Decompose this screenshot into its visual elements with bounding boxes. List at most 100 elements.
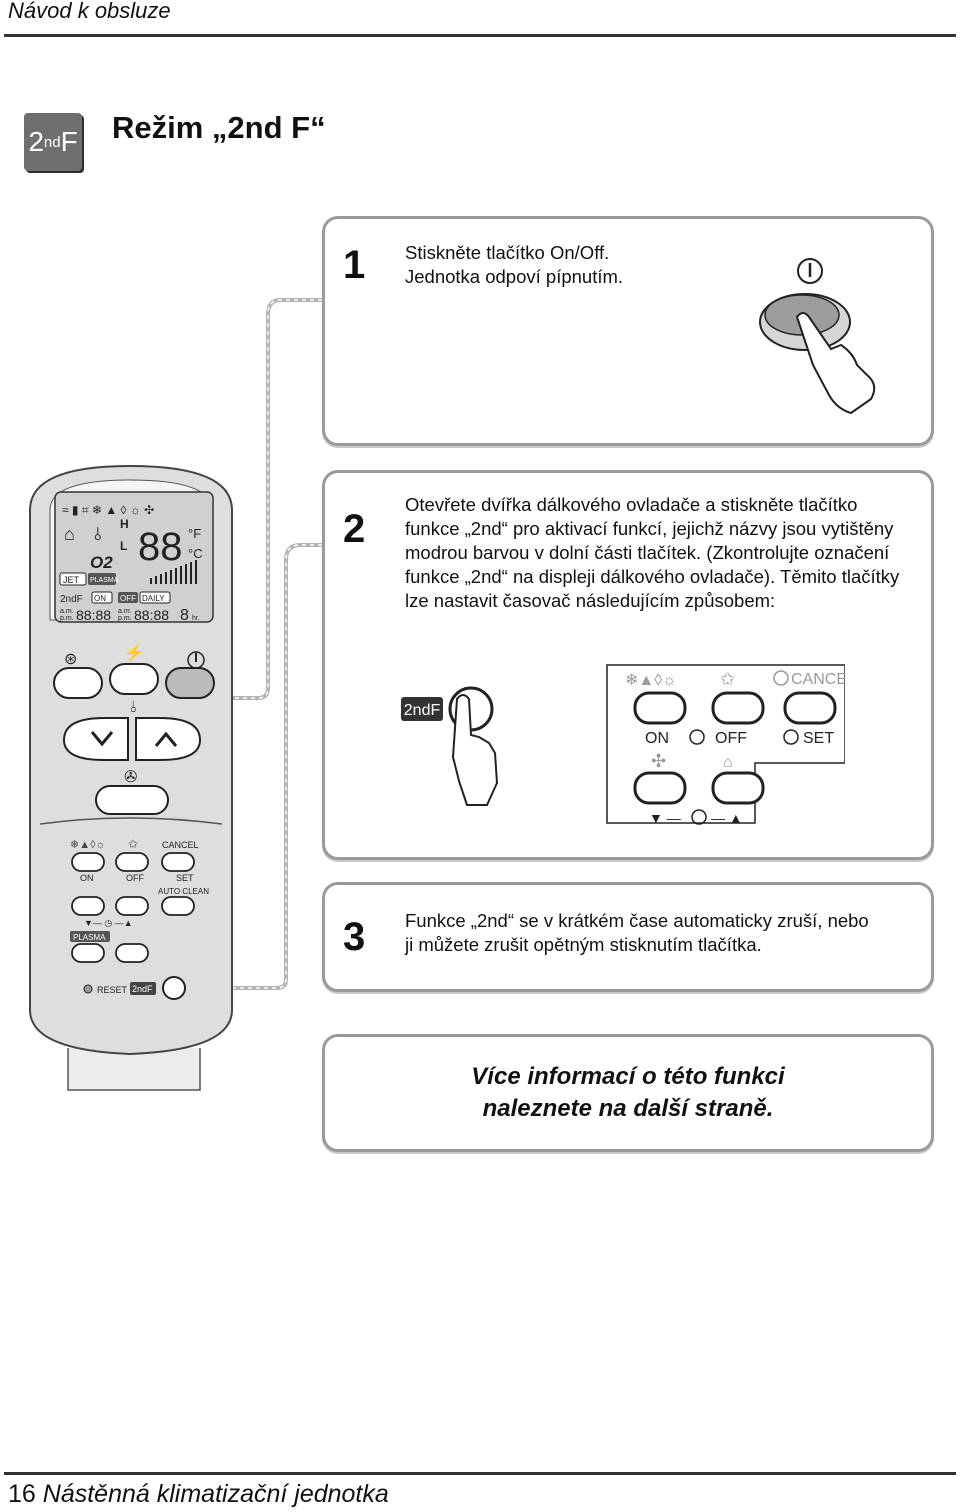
display-off: OFF	[120, 594, 136, 603]
fan-speed-button	[95, 785, 169, 815]
remote-timer-off-button	[115, 852, 149, 872]
remote-set-label: SET	[176, 873, 194, 883]
page-number: 16	[8, 1480, 36, 1508]
on-label: ON	[645, 730, 669, 747]
step-2-text: Otevřete dvířka dálkového ovladače a sti…	[405, 494, 900, 611]
display-plasma: PLASMA	[90, 577, 119, 584]
clock-icon	[691, 809, 707, 825]
remote-2ndf-button	[162, 976, 186, 1000]
remote-swing-button	[115, 943, 149, 963]
display-h: H	[120, 517, 129, 531]
timer-up-button	[711, 771, 765, 805]
info-panel: Více informací o této funkci naleznete n…	[322, 1034, 934, 1152]
display-on: ON	[94, 594, 106, 603]
header-title: Návod k obsluze	[8, 0, 171, 23]
timer-arrows-icon: ▼— ◷ —▲	[84, 918, 133, 928]
step-3-text: Funkce „2nd“ se v krátkém čase automatic…	[405, 910, 869, 955]
display-daily: DAILY	[142, 594, 165, 603]
home-icon: ⌂	[723, 754, 733, 771]
step-2-number: 2	[343, 507, 366, 551]
timer-buttons-illustration: ❄▲◊☼ ✩ CANCEL ON OFF SET ✣ ⌂ ▼ — — ▲	[606, 664, 845, 826]
remote-control-illustration: ≈ ▮ ⌗ ❄ ▲ ◊ ☼ ✣ ⌂ ⫰ H L 88 °F °C O2 JET …	[29, 464, 233, 1091]
mode-icons: ❄▲◊☼	[625, 672, 677, 689]
fan-icon: ✣	[651, 751, 666, 771]
display-hr-digit: 8	[180, 607, 189, 624]
display-hr: hr.	[192, 615, 200, 622]
clock-icon	[773, 670, 789, 686]
remote-cancel-label: CANCEL	[162, 840, 199, 850]
step-1-panel: 1 Stiskněte tlačítko On/Off. Jednotka od…	[322, 216, 934, 446]
star-icon: ✩	[720, 669, 735, 689]
second-f-label: 2ndF	[404, 702, 441, 719]
step-3-panel: 3 Funkce „2nd“ se v krátkém čase automat…	[322, 882, 934, 992]
step-3-number: 3	[343, 915, 366, 959]
cancel-label: CANCEL	[791, 671, 845, 688]
thermometer-icon: ⫰	[94, 524, 102, 544]
finger-icon	[451, 694, 499, 806]
display-off-time: 88:88	[134, 607, 169, 623]
display-o2: O2	[90, 553, 113, 572]
page-title: Režim „2nd F“	[112, 110, 326, 145]
remote-auto-clean-label: AUTO CLEAN	[158, 887, 209, 896]
remote-off-label: OFF	[126, 873, 144, 883]
display-on-time: 88:88	[76, 607, 111, 623]
footer-title: Nástěnná klimatizační jednotka	[42, 1480, 389, 1508]
chevron-down-icon	[90, 731, 114, 747]
display-am: a.m.	[60, 608, 74, 615]
display-l: L	[120, 539, 127, 553]
off-label: OFF	[715, 730, 747, 747]
jet-button	[53, 667, 103, 699]
step-1-number: 1	[343, 243, 366, 287]
remote-reset-label: RESET	[97, 985, 128, 995]
fan-speed-icon: ✇	[124, 769, 137, 786]
down-arrow-icon: ▼ —	[649, 810, 681, 826]
mode-icons: ❄▲◊☼	[70, 839, 106, 851]
display-jet: JET	[63, 575, 80, 585]
info-text: Více informací o této funkci naleznete n…	[471, 1063, 785, 1122]
mode-button	[109, 663, 159, 695]
fan-speed-bars	[150, 560, 197, 584]
mode-icon: ⚡	[124, 643, 144, 662]
remote-2ndf-label: 2ndF	[132, 984, 153, 994]
remote-timer-down-button	[71, 896, 105, 916]
timer-on-button	[633, 691, 687, 725]
second-f-button-illustration: 2ndF	[401, 686, 499, 806]
remote-auto-clean-button	[161, 896, 195, 916]
timer-down-button	[633, 771, 687, 805]
temp-up-button	[135, 717, 202, 761]
remote-timer-on-button	[71, 852, 105, 872]
display-pm: p.m.	[118, 615, 132, 622]
step-2-panel: 2 Otevřete dvířka dálkového ovladače a s…	[322, 470, 934, 860]
step-1-text: Stiskněte tlačítko On/Off. Jednotka odpo…	[405, 242, 624, 287]
chevron-up-icon	[154, 731, 178, 747]
reset-button	[83, 984, 93, 994]
finger-icon	[795, 312, 876, 415]
display-unit-c: °C	[188, 546, 203, 561]
display-pm: p.m.	[60, 615, 74, 622]
home-icon: ⌂	[64, 524, 75, 544]
remote-plasma-label: PLASMA	[73, 933, 106, 942]
set-label: SET	[803, 730, 834, 747]
second-f-label-badge	[401, 697, 443, 721]
power-button-illustration	[759, 258, 876, 415]
jet-mode-icon: ⊛	[64, 651, 77, 668]
power-button	[165, 667, 215, 699]
timer-off-button	[711, 691, 765, 725]
remote-display	[54, 491, 214, 623]
remote-timer-up-button	[115, 896, 149, 916]
remote-cancel-button	[161, 852, 195, 872]
display-mode-icons: ≈ ▮ ⌗ ❄ ▲ ◊ ☼ ✣	[62, 503, 154, 517]
footer: 16 Nástěnná klimatizační jednotka	[8, 1480, 389, 1509]
set-button	[783, 691, 837, 725]
thermometer-icon: ⫰	[130, 699, 137, 716]
clock-icon	[783, 729, 799, 745]
star-icon: ✩	[128, 837, 138, 851]
display-2ndf: 2ndF	[60, 594, 83, 605]
up-arrow-icon: — ▲	[711, 810, 743, 826]
remote-plasma-button	[71, 943, 105, 963]
clock-icon	[689, 729, 705, 745]
display-temp-digits: 88	[138, 525, 183, 569]
remote-on-label: ON	[80, 873, 94, 883]
